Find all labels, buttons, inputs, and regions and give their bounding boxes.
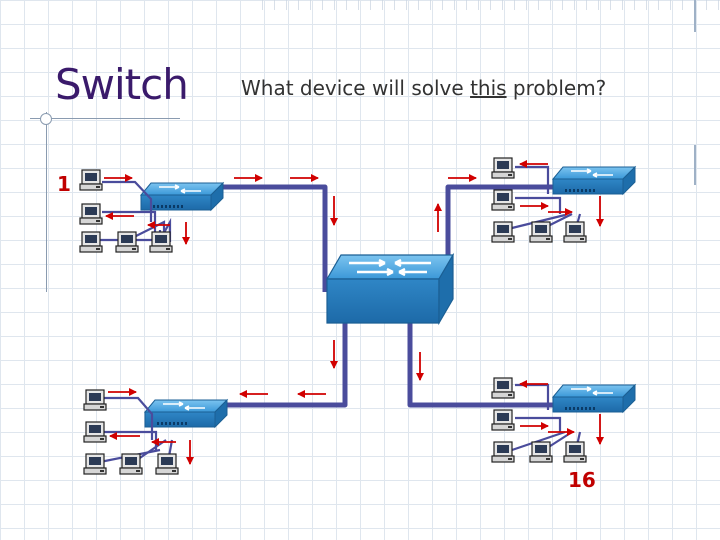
cluster-top-right: [434, 157, 636, 243]
rule-bullet: [40, 113, 52, 125]
central-switch-icon: [325, 252, 455, 326]
computer-icon: [491, 221, 515, 243]
slide-title: Switch: [55, 60, 189, 109]
switch-top-left-icon: [140, 182, 224, 211]
switch-bottom-left-icon: [144, 399, 228, 428]
question-underlined-word: this: [470, 76, 507, 100]
switch-bottom-right-icon: [552, 384, 636, 413]
computer-icon: [491, 157, 515, 179]
computer-icon: [115, 231, 139, 253]
cluster-bottom-left: [83, 340, 338, 475]
side-rule: [46, 112, 47, 292]
cable-bottom-left: [225, 318, 348, 408]
cable-top-left: [220, 184, 328, 292]
cable-top-right: [445, 184, 555, 268]
computer-icon: [83, 453, 107, 475]
right-decoration-bar: [694, 0, 696, 32]
computer-icon: [79, 169, 103, 191]
computer-icon: [529, 441, 553, 463]
switch-top-right-icon: [552, 166, 636, 195]
computer-icon: [491, 409, 515, 431]
host-label-last: 16: [568, 468, 596, 492]
computer-icon: [83, 421, 107, 443]
computer-icon: [83, 389, 107, 411]
computer-icon: [491, 189, 515, 211]
question-text-start: What device will solve: [241, 76, 471, 100]
computer-icon: [79, 231, 103, 253]
question-text-end: problem?: [506, 76, 607, 100]
cluster-bottom-right: [416, 352, 636, 463]
computer-icon: [491, 441, 515, 463]
host-label-first: 1: [57, 172, 71, 196]
cluster-top-left: [79, 169, 338, 253]
computer-icon: [491, 377, 515, 399]
computer-icon: [155, 453, 179, 475]
header-decoration: [262, 0, 720, 10]
cable-bottom-right: [407, 318, 555, 408]
title-rule: [30, 118, 180, 119]
computer-icon: [79, 203, 103, 225]
computer-icon: [119, 453, 143, 475]
backbone-cables: [220, 184, 555, 408]
computer-icon: [563, 441, 587, 463]
computer-icon: [149, 231, 173, 253]
slide-question: What device will solve this problem?: [241, 76, 606, 100]
computer-icon: [563, 221, 587, 243]
computer-icon: [529, 221, 553, 243]
right-decoration-bar-lower: [694, 145, 696, 185]
